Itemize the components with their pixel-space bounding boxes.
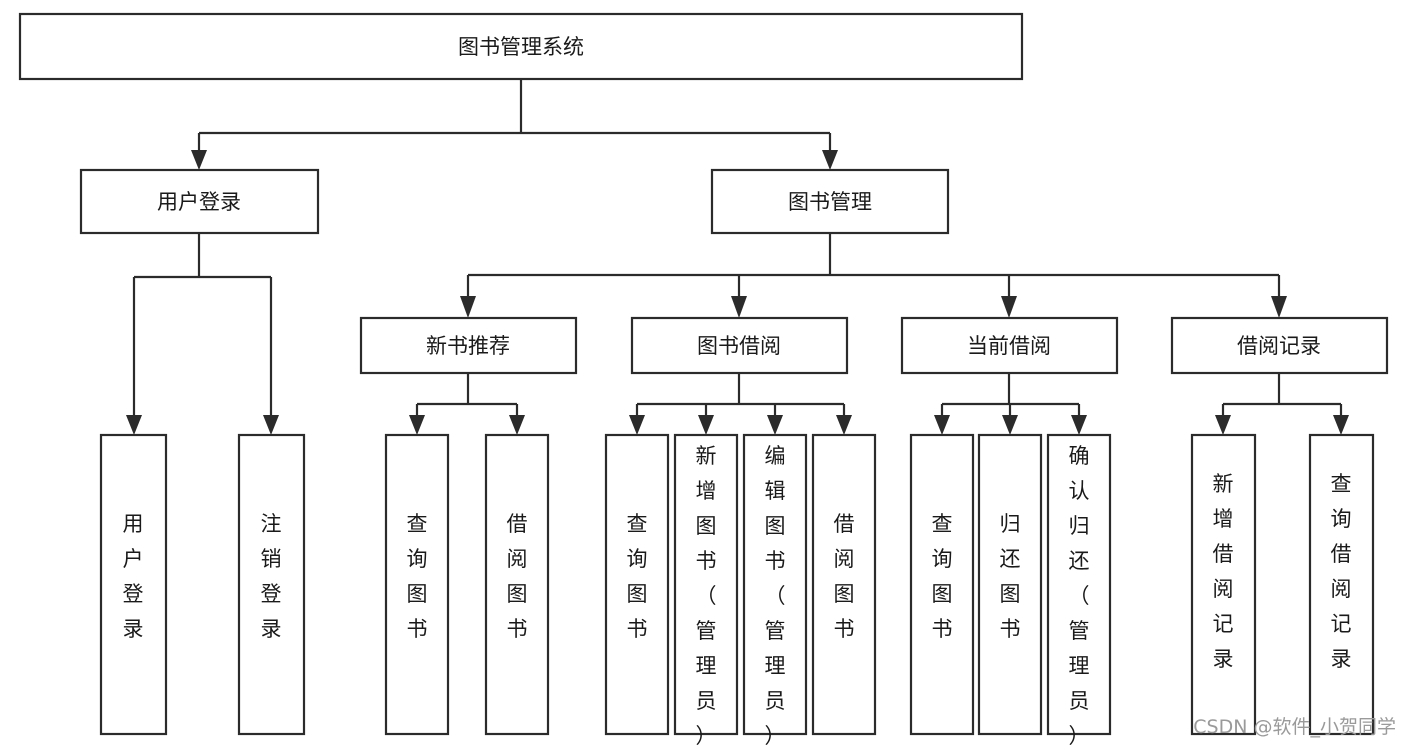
node-leaf-borrow-book-1-label: 借阅图书	[507, 512, 528, 641]
node-leaf-borrow-book-2-label: 借阅图书	[834, 512, 855, 641]
arrow-head-leaf-add-book	[698, 415, 714, 435]
node-leaf-add-book-box[interactable]	[673, 433, 739, 736]
node-current-borrow-box[interactable]	[900, 316, 1119, 375]
node-new-book-recommend[interactable]: 新书推荐	[359, 316, 578, 375]
node-user-login-box[interactable]	[79, 168, 320, 235]
arrow-head-leaf-query-book-2	[629, 415, 645, 435]
node-current-borrow-label: 当前借阅	[967, 334, 1051, 358]
node-leaf-confirm-return-label: 确认归还（管理员）	[1069, 444, 1090, 747]
arrow-head-leaf-query-book-3	[934, 415, 950, 435]
node-book-manage-label: 图书管理	[788, 190, 872, 214]
node-book-manage-box[interactable]	[710, 168, 950, 235]
arrow-head-leaf-query-book-1	[409, 415, 425, 435]
node-root[interactable]: 图书管理系统	[18, 12, 1024, 81]
node-leaf-user-logout[interactable]: 注销登录	[237, 433, 306, 736]
node-leaf-user-login-label: 用户登录	[123, 512, 144, 641]
node-current-borrow[interactable]: 当前借阅	[900, 316, 1119, 375]
arrow-head-leaf-borrow-book-2	[836, 415, 852, 435]
arrow-head-leaf-user-login	[126, 415, 142, 435]
arrow-head-leaf-borrow-book-1	[509, 415, 525, 435]
node-leaf-query-book-3[interactable]: 查询图书	[909, 433, 975, 736]
node-user-login[interactable]: 用户登录	[79, 168, 320, 235]
arrow-head-book-manage	[822, 150, 838, 170]
arrow-head-leaf-query-record	[1333, 415, 1349, 435]
node-leaf-confirm-return[interactable]: 确认归还（管理员）	[1046, 433, 1112, 748]
node-leaf-query-book-1-box[interactable]	[384, 433, 450, 736]
arrow-head-leaf-user-logout	[263, 415, 279, 435]
node-leaf-query-book-2-label: 查询图书	[627, 512, 648, 641]
node-leaf-edit-book-label: 编辑图书（管理员）	[765, 444, 786, 747]
arrow-head-borrow-record	[1271, 296, 1287, 318]
node-leaf-query-book-3-label: 查询图书	[932, 512, 953, 641]
arrow-head-leaf-edit-book	[767, 415, 783, 435]
node-book-borrow-label: 图书借阅	[697, 334, 781, 358]
node-leaf-return-book[interactable]: 归还图书	[977, 433, 1043, 736]
node-root-label: 图书管理系统	[458, 35, 584, 59]
node-borrow-record-label: 借阅记录	[1237, 334, 1321, 358]
node-leaf-query-record-label: 查询借阅记录	[1331, 472, 1352, 671]
node-leaf-query-book-1-label: 查询图书	[407, 512, 428, 641]
node-leaf-user-logout-label: 注销登录	[261, 512, 282, 641]
connector-layer	[126, 79, 1349, 435]
node-book-borrow-box[interactable]	[630, 316, 849, 375]
node-leaf-add-record-box[interactable]	[1190, 433, 1257, 736]
node-book-manage[interactable]: 图书管理	[710, 168, 950, 235]
arrow-head-current-borrow	[1001, 296, 1017, 318]
arrow-head-leaf-confirm-return	[1071, 415, 1087, 435]
node-book-borrow[interactable]: 图书借阅	[630, 316, 849, 375]
node-leaf-query-book-1[interactable]: 查询图书	[384, 433, 450, 736]
node-leaf-return-book-label: 归还图书	[1000, 512, 1021, 641]
node-leaf-borrow-book-1[interactable]: 借阅图书	[484, 433, 550, 736]
node-borrow-record[interactable]: 借阅记录	[1170, 316, 1389, 375]
node-leaf-user-logout-box[interactable]	[237, 433, 306, 736]
arrow-head-user-login	[191, 150, 207, 170]
node-leaf-query-book-3-box[interactable]	[909, 433, 975, 736]
node-leaf-user-login-box[interactable]	[99, 433, 168, 736]
node-leaf-user-login[interactable]: 用户登录	[99, 433, 168, 736]
node-new-book-recommend-box[interactable]	[359, 316, 578, 375]
node-leaf-add-book[interactable]: 新增图书（管理员）	[673, 433, 739, 748]
node-leaf-query-record-box[interactable]	[1308, 433, 1375, 736]
node-leaf-query-book-2-box[interactable]	[604, 433, 670, 736]
node-leaf-borrow-book-1-box[interactable]	[484, 433, 550, 736]
node-borrow-record-box[interactable]	[1170, 316, 1389, 375]
node-root-box[interactable]	[18, 12, 1024, 81]
node-leaf-borrow-book-2[interactable]: 借阅图书	[811, 433, 877, 736]
node-leaf-borrow-book-2-box[interactable]	[811, 433, 877, 736]
arrow-head-leaf-add-record	[1215, 415, 1231, 435]
watermark-label: CSDN @软件_小贺同学	[1193, 716, 1396, 738]
node-user-login-label: 用户登录	[157, 190, 241, 214]
arrow-head-new-book-recommend	[460, 296, 476, 318]
node-new-book-recommend-label: 新书推荐	[426, 334, 510, 358]
arrow-head-leaf-return-book	[1002, 415, 1018, 435]
arrow-head-book-borrow	[731, 296, 747, 318]
node-leaf-add-record[interactable]: 新增借阅记录	[1190, 433, 1257, 736]
node-leaf-edit-book[interactable]: 编辑图书（管理员）	[742, 433, 808, 748]
node-leaf-edit-book-box[interactable]	[742, 433, 808, 736]
node-leaf-add-record-label: 新增借阅记录	[1213, 472, 1234, 671]
node-leaf-query-book-2[interactable]: 查询图书	[604, 433, 670, 736]
node-leaf-confirm-return-box[interactable]	[1046, 433, 1112, 736]
node-leaf-add-book-label: 新增图书（管理员）	[696, 444, 717, 747]
node-leaf-return-book-box[interactable]	[977, 433, 1043, 736]
node-leaf-query-record[interactable]: 查询借阅记录	[1308, 433, 1375, 736]
